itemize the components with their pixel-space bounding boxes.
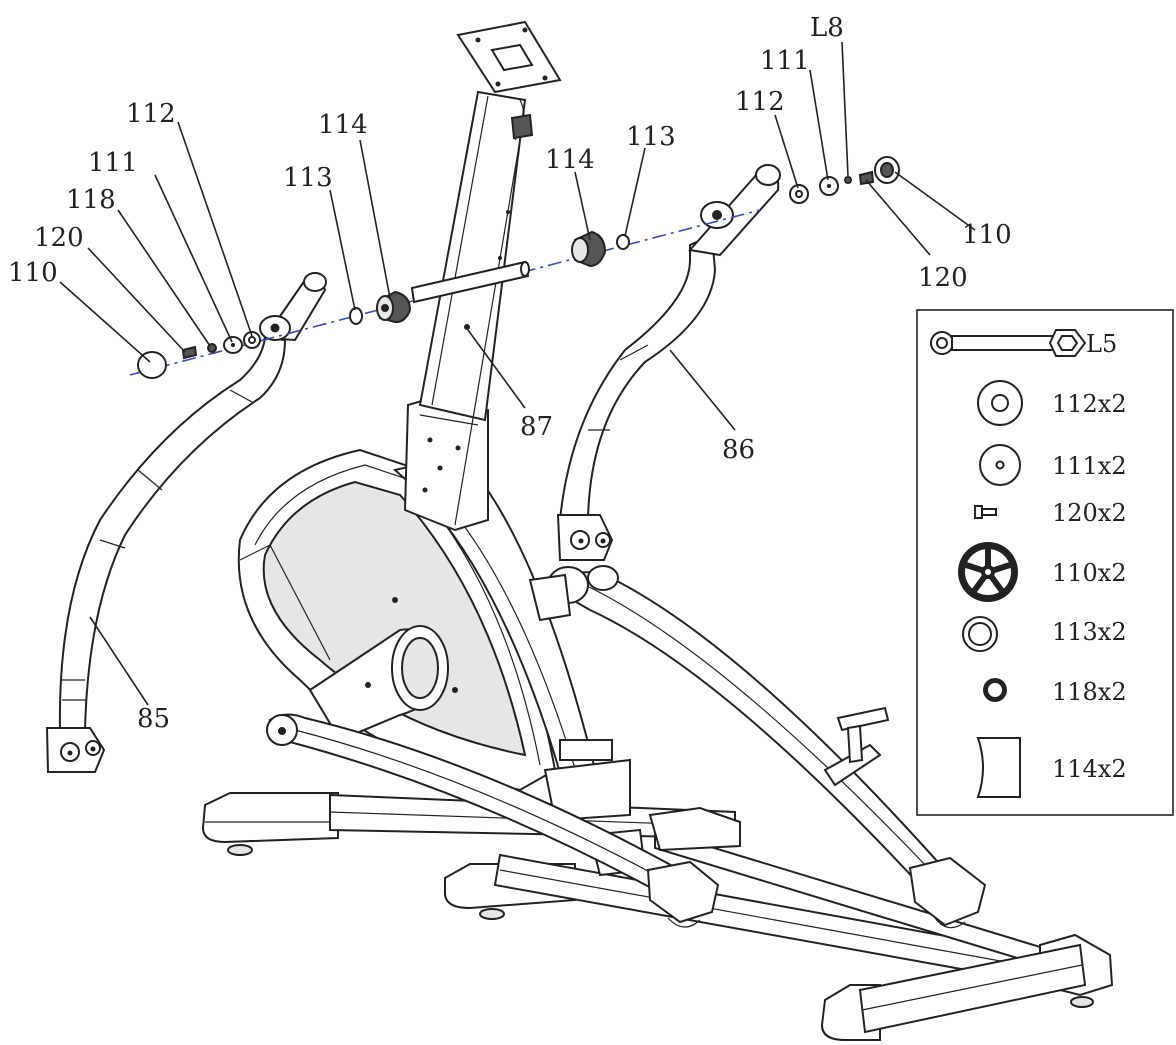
leader-lines [59,41,976,706]
pivot-axle-exploded [129,156,900,379]
callout-118: 118 [66,185,116,215]
base-frame [201,792,1114,1041]
legend-label-110x2: 110x2 [1052,559,1127,587]
callout-120-left: 120 [34,223,84,253]
flywheel-housing [237,448,631,822]
legend-label-120x2: 120x2 [1052,499,1127,527]
callout-113-left: 113 [283,163,333,193]
callout-114-left: 114 [318,110,368,140]
end-cap-icon [958,542,1018,602]
callout-112-left: 112 [126,99,176,129]
callout-114-right: 114 [545,145,595,175]
washer-icon [977,380,1023,426]
callout-87: 87 [520,412,553,442]
legend-label-118x2: 118x2 [1052,678,1127,706]
callout-111-left: 111 [88,148,138,178]
console-mast-87 [403,20,562,532]
callout-120-right: 120 [918,263,968,293]
left-handlebar-85 [45,272,720,928]
bolt-icon [974,505,997,519]
legend-label-113x2: 113x2 [1052,618,1127,646]
legend-label-111x2: 111x2 [1052,452,1127,480]
callout-85: 85 [137,704,170,734]
washer-small-hole-icon [979,444,1021,486]
callout-110-left: 110 [8,258,58,288]
right-handlebar-86 [528,163,987,929]
callout-110-right: 110 [962,220,1012,250]
legend-label-l5: L5 [1086,330,1117,358]
legend-label-112x2: 112x2 [1052,390,1127,418]
small-ring-icon [983,678,1007,702]
bushing-icon [976,737,1021,798]
callout-86: 86 [722,435,755,465]
ring-icon [962,616,998,652]
callouts: 110 120 118 111 112 113 114 114 113 112 … [8,13,1012,734]
callout-112-right: 112 [735,87,785,117]
hardware-legend: L5 112x2 111x2 120x2 110x2 [916,309,1174,816]
callout-111-right: 111 [760,46,810,76]
wrench-icon [930,329,1087,357]
callout-l8: L8 [810,13,844,43]
callout-113-right: 113 [626,122,676,152]
legend-label-114x2: 114x2 [1052,755,1127,783]
